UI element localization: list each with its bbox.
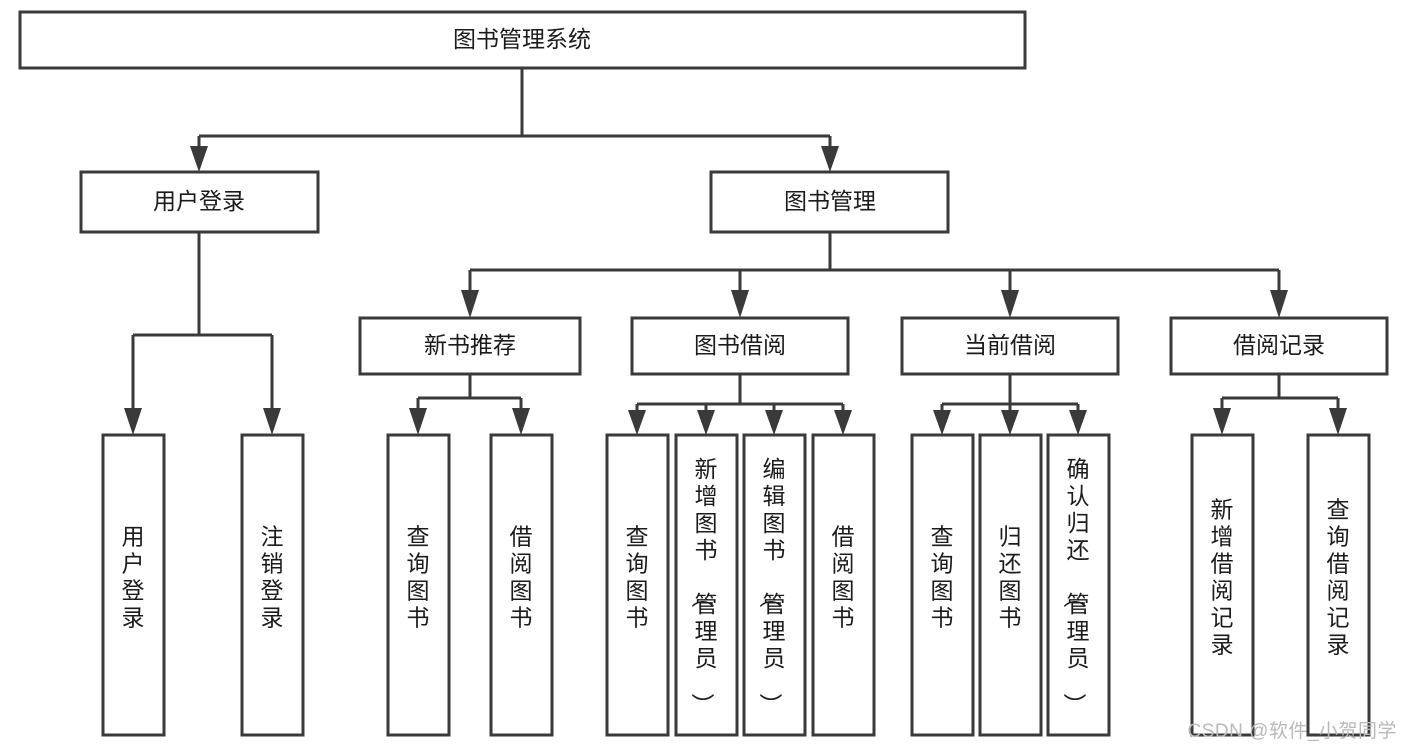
arrow-leaf-user-logout	[263, 408, 281, 435]
arrow-leaf-borrow-book-1	[512, 408, 530, 435]
node-book-borrow-box[interactable]	[630, 316, 850, 376]
node-leaf-confirm-return-box[interactable]	[1046, 433, 1111, 737]
node-leaf-user-login-box[interactable]	[101, 433, 166, 737]
node-leaf-add-record[interactable]: 新增借阅记录	[1190, 433, 1255, 737]
node-leaf-query-book-1[interactable]: 查询图书	[386, 433, 451, 737]
node-borrow-record-label: 借阅记录	[1233, 332, 1325, 358]
node-book-borrow-label: 图书借阅	[694, 332, 786, 358]
arrow-book-borrow	[731, 290, 749, 318]
connector-book-borrow-to-leaves	[628, 374, 852, 435]
node-user-login[interactable]: 用户登录	[79, 170, 320, 234]
node-root-label: 图书管理系统	[453, 26, 591, 52]
connector-book-management-to-level3	[461, 232, 1288, 318]
node-leaf-add-book-label: 新增图书（管理员）	[690, 456, 718, 716]
connector-root-to-level2	[190, 68, 839, 172]
arrow-leaf-add-record	[1213, 408, 1231, 435]
arrow-leaf-edit-book	[765, 410, 783, 435]
node-leaf-query-book-3-box[interactable]	[910, 433, 975, 737]
arrow-user-login	[190, 146, 208, 172]
node-borrow-record-box[interactable]	[1169, 316, 1389, 376]
node-user-login-label: 用户登录	[153, 188, 245, 214]
node-leaf-query-record-label: 查询借阅记录	[1327, 497, 1350, 658]
node-new-book-recommend-box[interactable]	[358, 316, 582, 376]
node-borrow-record[interactable]: 借阅记录	[1169, 316, 1389, 376]
node-leaf-user-logout[interactable]: 注销登录	[240, 433, 305, 737]
node-leaf-user-login-label: 用户登录	[122, 524, 145, 631]
arrow-leaf-borrow-book-2	[834, 410, 852, 435]
node-new-book-recommend-label: 新书推荐	[424, 332, 516, 358]
node-leaf-return-book-label: 归还图书	[999, 524, 1022, 631]
node-leaf-borrow-book-1[interactable]: 借阅图书	[489, 433, 554, 737]
node-root-box[interactable]	[18, 10, 1027, 70]
node-leaf-query-book-2-box[interactable]	[605, 433, 670, 737]
node-leaf-edit-book[interactable]: 编辑图书（管理员）	[742, 433, 807, 737]
node-leaf-confirm-return-label: 确认归还（管理员）	[1062, 456, 1090, 716]
node-current-borrow-label: 当前借阅	[964, 332, 1056, 358]
arrow-new-book-recommend	[461, 290, 479, 318]
node-book-management-box[interactable]	[709, 170, 950, 234]
connector-user-login-to-leaves	[124, 232, 281, 435]
arrow-leaf-return-book	[1001, 410, 1019, 435]
node-leaf-add-book-box[interactable]	[674, 433, 739, 737]
node-book-borrow[interactable]: 图书借阅	[630, 316, 850, 376]
node-book-management[interactable]: 图书管理	[709, 170, 950, 234]
node-leaf-query-book-1-box[interactable]	[386, 433, 451, 737]
node-book-management-label: 图书管理	[784, 188, 876, 214]
node-leaf-add-book[interactable]: 新增图书（管理员）	[674, 433, 739, 737]
node-leaf-query-book-3[interactable]: 查询图书	[910, 433, 975, 737]
node-leaf-query-book-1-label: 查询图书	[407, 524, 430, 631]
node-leaf-borrow-book-1-box[interactable]	[489, 433, 554, 737]
node-leaf-borrow-book-2[interactable]: 借阅图书	[811, 433, 876, 737]
node-leaf-return-book-box[interactable]	[978, 433, 1043, 737]
node-leaf-user-logout-box[interactable]	[240, 433, 305, 737]
node-leaf-borrow-book-2-box[interactable]	[811, 433, 876, 737]
node-leaf-borrow-book-1-label: 借阅图书	[510, 524, 533, 631]
connector-new-book-to-leaves	[409, 374, 530, 435]
node-leaf-user-logout-label: 注销登录	[261, 524, 284, 631]
node-leaf-query-book-2-label: 查询图书	[626, 524, 649, 631]
arrow-leaf-confirm-return	[1069, 410, 1087, 435]
node-leaf-query-book-3-label: 查询图书	[931, 524, 954, 631]
connector-borrow-record-to-leaves	[1213, 374, 1347, 435]
node-leaf-add-record-label: 新增借阅记录	[1211, 497, 1234, 658]
arrow-leaf-query-book-2	[628, 410, 646, 435]
node-root[interactable]: 图书管理系统	[18, 10, 1027, 70]
node-leaf-confirm-return[interactable]: 确认归还（管理员）	[1046, 433, 1111, 737]
arrow-borrow-record	[1270, 290, 1288, 318]
node-leaf-user-login[interactable]: 用户登录	[101, 433, 166, 737]
node-leaf-query-record[interactable]: 查询借阅记录	[1306, 433, 1371, 737]
arrow-leaf-query-book-3	[933, 410, 951, 435]
arrow-leaf-query-book-1	[409, 408, 427, 435]
connector-current-borrow-to-leaves	[933, 374, 1087, 435]
arrow-leaf-query-record	[1329, 408, 1347, 435]
node-leaf-borrow-book-2-label: 借阅图书	[832, 524, 855, 631]
node-leaf-query-book-2[interactable]: 查询图书	[605, 433, 670, 737]
node-current-borrow-box[interactable]	[900, 316, 1120, 376]
arrow-current-borrow	[1001, 290, 1019, 318]
node-leaf-return-book[interactable]: 归还图书	[978, 433, 1043, 737]
arrow-leaf-user-login	[124, 408, 142, 435]
node-new-book-recommend[interactable]: 新书推荐	[358, 316, 582, 376]
node-user-login-box[interactable]	[79, 170, 320, 234]
arrow-book-management	[821, 146, 839, 172]
node-leaf-add-record-box[interactable]	[1190, 433, 1255, 737]
node-current-borrow[interactable]: 当前借阅	[900, 316, 1120, 376]
node-leaf-query-record-box[interactable]	[1306, 433, 1371, 737]
node-leaf-edit-book-box[interactable]	[742, 433, 807, 737]
node-leaf-edit-book-label: 编辑图书（管理员）	[758, 456, 786, 716]
arrow-leaf-add-book	[697, 410, 715, 435]
